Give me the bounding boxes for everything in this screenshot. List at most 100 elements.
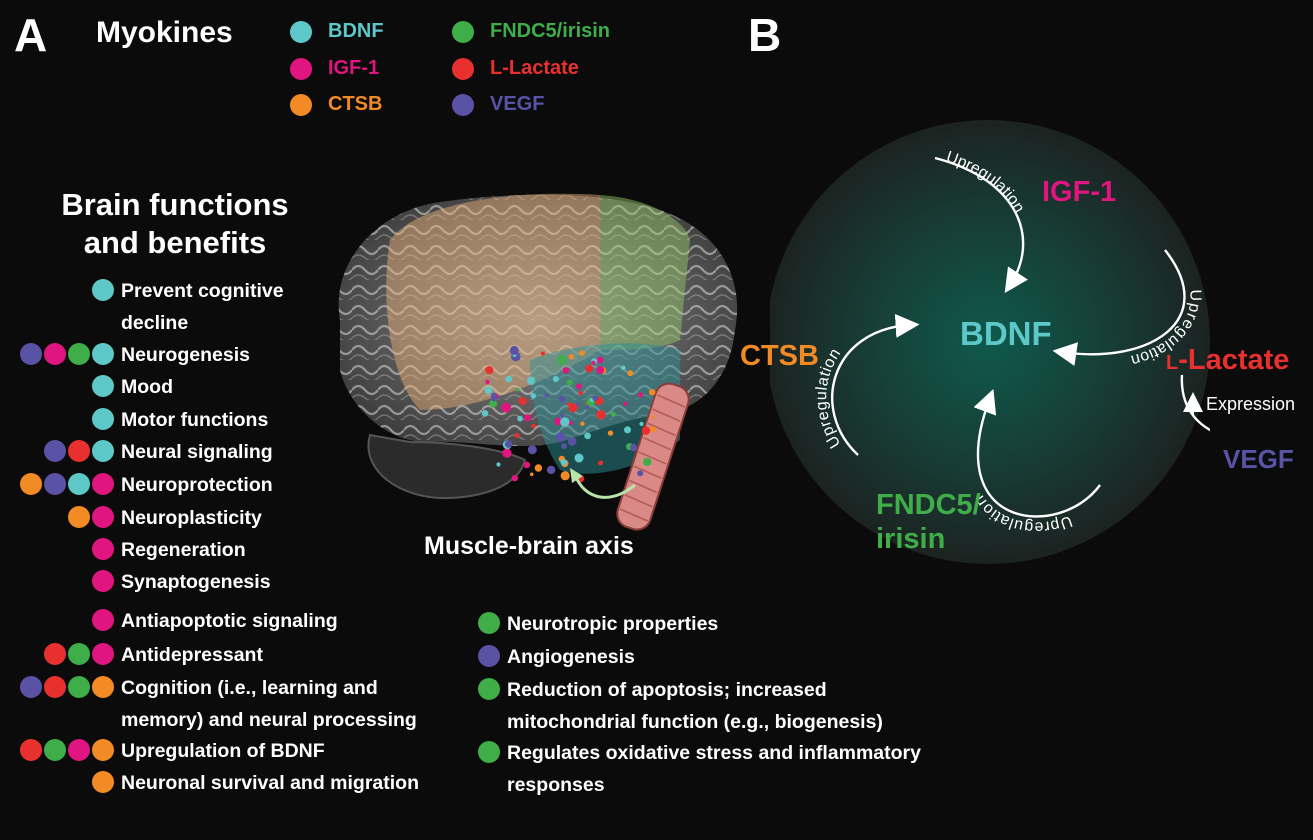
myokine-dot: [20, 676, 42, 698]
function-dots: [92, 279, 114, 301]
myokine-particle: [485, 366, 494, 375]
myokine-particle: [560, 417, 570, 427]
myokine-dot: [44, 676, 66, 698]
myokine-dot: [92, 408, 114, 430]
myokine-particle: [555, 432, 566, 443]
function-label-line1: Antidepressant: [121, 644, 263, 666]
function-label-line1: Neuroprotection: [121, 474, 273, 496]
fndc5-upregulation-arrow: [973, 389, 1101, 518]
myokine-particle: [627, 370, 634, 377]
legend-dot: [452, 57, 474, 80]
function-label-line1: Mood: [121, 376, 173, 398]
function-dots: [68, 506, 114, 528]
function-dots: [20, 343, 114, 365]
legend-item: BDNF: [290, 20, 384, 43]
legend-dot: [452, 20, 474, 43]
myokine-dot: [68, 440, 90, 462]
fndc5-label-line2: irisin: [876, 523, 946, 555]
myokine-particle: [568, 403, 578, 413]
legend-label: L-Lactate: [490, 57, 579, 79]
brain-functions-title: Brain functions and benefits: [20, 186, 330, 262]
myokine-particle: [596, 410, 606, 420]
myokine-particle: [546, 465, 556, 475]
myokine-dot: [92, 375, 114, 397]
function-dots: [20, 739, 114, 761]
myokine-dot: [68, 676, 90, 698]
myokine-particle: [596, 356, 604, 364]
brain-functions-title-line2: and benefits: [83, 225, 267, 260]
legend-label: FNDC5/irisin: [490, 20, 611, 42]
function-label-line1: Angiogenesis: [507, 646, 635, 668]
function-dots: [92, 375, 114, 397]
function-label-line2: memory) and neural processing: [121, 709, 417, 731]
myokine-particle: [574, 453, 584, 463]
myokine-particle: [530, 393, 537, 399]
myokine-particle: [579, 350, 585, 356]
myokine-particle: [650, 426, 657, 433]
myokine-dot: [20, 473, 42, 495]
myokine-particle: [529, 472, 534, 477]
myokine-dot: [92, 676, 114, 698]
vegf-label: VEGF: [1223, 444, 1294, 474]
myokine-particle: [562, 367, 570, 374]
function-label-line1: Upregulation of BDNF: [121, 740, 325, 762]
myokine-particle: [560, 459, 567, 466]
function-label: Neuroprotection: [121, 469, 273, 501]
myokine-particle: [489, 399, 498, 408]
ctsb-label: CTSB: [740, 340, 819, 372]
myokine-particle: [558, 395, 566, 403]
myokine-dot: [478, 678, 500, 700]
myokines-title: Myokines: [96, 16, 233, 49]
myokine-particle: [651, 415, 655, 419]
function-label: Angiogenesis: [507, 641, 635, 673]
myokine-particle: [576, 383, 582, 390]
function-dots: [478, 741, 500, 763]
axis-arrow: [573, 474, 636, 499]
myokine-particle: [517, 415, 523, 422]
myokine-particle: [592, 395, 599, 401]
bdnf-center-label: BDNF: [960, 315, 1052, 352]
lactate-label: L-Lactate: [1166, 344, 1289, 377]
myokine-particle: [523, 414, 532, 422]
function-label-line1: Neuroplasticity: [121, 507, 262, 529]
parietal-overlay: [600, 195, 690, 350]
myokine-dot: [68, 739, 90, 761]
function-label-line1: Neuronal survival and migration: [121, 772, 419, 794]
myokine-particle: [557, 354, 567, 365]
function-label: Neural signaling: [121, 436, 273, 468]
myokine-particle: [566, 379, 573, 386]
myokine-particle: [596, 366, 605, 374]
myokine-particle: [527, 376, 536, 385]
lactate-name: -Lactate: [1178, 344, 1290, 376]
myokine-dot: [478, 741, 500, 763]
function-label-line1: Prevent cognitive: [121, 280, 284, 302]
myokine-particle: [496, 462, 501, 467]
fndc5-label-line1: FNDC5/: [876, 489, 981, 521]
expression-label: Expression: [1206, 394, 1296, 414]
myokine-particle: [629, 444, 638, 452]
myokine-dot: [92, 739, 114, 761]
myokine-particle: [514, 433, 520, 438]
myokine-particle: [624, 426, 631, 434]
myokine-particle: [485, 379, 490, 385]
myokine-particle: [527, 445, 537, 455]
myokine-particle: [584, 432, 591, 440]
axis-arrowhead: [570, 468, 583, 483]
myokine-dot: [68, 643, 90, 665]
function-label: Antiapoptotic signaling: [121, 605, 338, 637]
function-label-line1: Regulates oxidative stress and inflammat…: [507, 742, 921, 764]
myokine-dot: [44, 739, 66, 761]
myokine-particle: [649, 389, 656, 396]
myokine-particle: [637, 470, 644, 477]
legend-item: L-Lactate: [452, 57, 579, 80]
myokine-particle: [518, 397, 527, 406]
myokine-dot: [20, 739, 42, 761]
function-label-line2: responses: [507, 774, 605, 796]
function-dots: [478, 612, 500, 634]
myokine-dot: [92, 771, 114, 793]
myokine-dot: [92, 609, 114, 631]
myokine-particle: [515, 387, 520, 392]
function-dots: [92, 538, 114, 560]
myokine-particle: [580, 421, 585, 426]
